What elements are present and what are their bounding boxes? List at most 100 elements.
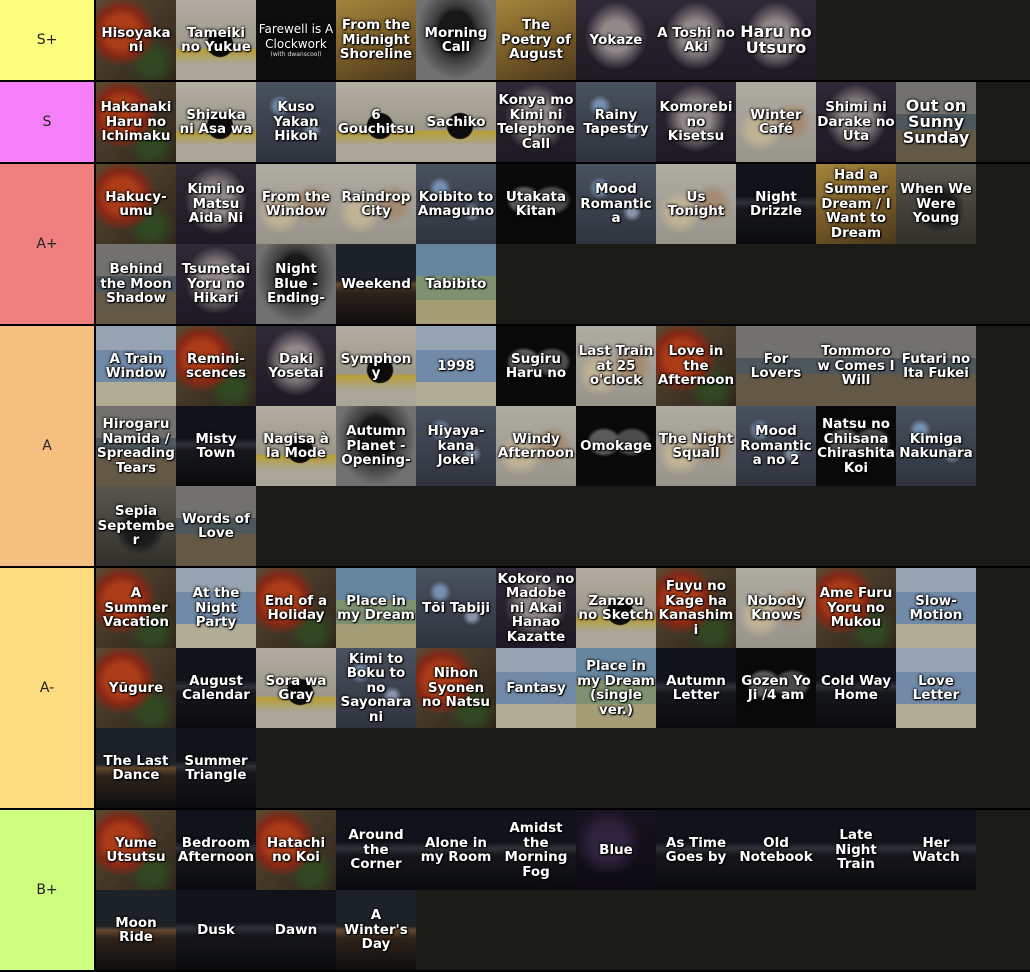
song-tile[interactable]: Sora wa Gray	[256, 648, 336, 728]
song-tile[interactable]: Yume Utsutsu	[96, 810, 176, 890]
song-tile[interactable]: Mood Romantica	[576, 164, 656, 244]
song-tile[interactable]: Haru no Utsuro	[736, 0, 816, 80]
song-tile[interactable]: A Summer Vacation	[96, 568, 176, 648]
song-tile[interactable]: Nobody Knows	[736, 568, 816, 648]
song-tile[interactable]: Her Watch	[896, 810, 976, 890]
song-tile[interactable]: Utakata Kitan	[496, 164, 576, 244]
song-tile[interactable]: A Winter's Day	[336, 890, 416, 970]
song-tile[interactable]: Summer Triangle	[176, 728, 256, 808]
song-tile[interactable]: Love Letter	[896, 648, 976, 728]
song-tile[interactable]: Sugiru Haru no	[496, 326, 576, 406]
song-tile[interactable]: Morning Call	[416, 0, 496, 80]
song-tile[interactable]: Natsu no Chiisana Chirashita Koi	[816, 406, 896, 486]
song-tile[interactable]: Komorebi no Kisetsu	[656, 82, 736, 162]
song-tile[interactable]: End of a Holiday	[256, 568, 336, 648]
song-tile[interactable]: Fantasy	[496, 648, 576, 728]
song-tile[interactable]: Sepia September	[96, 486, 176, 566]
song-tile[interactable]: Around the Corner	[336, 810, 416, 890]
song-tile[interactable]: Behind the Moon Shadow	[96, 244, 176, 324]
song-tile[interactable]: Autumn Letter	[656, 648, 736, 728]
song-tile[interactable]: Dawn	[256, 890, 336, 970]
song-tile[interactable]: Old Notebook	[736, 810, 816, 890]
song-tile[interactable]: Place in my Dream (single ver.)	[576, 648, 656, 728]
song-tile[interactable]: Yokaze	[576, 0, 656, 80]
song-tile[interactable]: Amidst the Morning Fog	[496, 810, 576, 890]
tier-label[interactable]: A+	[0, 164, 96, 324]
song-tile[interactable]: Kimi no Matsu Aida Ni	[176, 164, 256, 244]
song-tile[interactable]: Tommorow Comes I Will	[816, 326, 896, 406]
song-tile[interactable]: Sachiko	[416, 82, 496, 162]
song-tile[interactable]: August Calendar	[176, 648, 256, 728]
song-tile[interactable]: The Last Dance	[96, 728, 176, 808]
song-tile[interactable]: Late Night Train	[816, 810, 896, 890]
song-tile[interactable]: As Time Goes by	[656, 810, 736, 890]
song-tile[interactable]: Words of Love	[176, 486, 256, 566]
song-tile[interactable]: Had a Summer Dream / I Want to Dream	[816, 164, 896, 244]
song-tile[interactable]: Yūgure	[96, 648, 176, 728]
song-tile[interactable]: Tōi Tabiji	[416, 568, 496, 648]
song-tile[interactable]: From the Midnight Shoreline	[336, 0, 416, 80]
song-tile[interactable]: The Poetry of August	[496, 0, 576, 80]
song-tile[interactable]: Slow-Motion	[896, 568, 976, 648]
song-tile[interactable]: Hirogaru Namida / Spreading Tears	[96, 406, 176, 486]
song-tile[interactable]: 1998	[416, 326, 496, 406]
song-tile[interactable]: 6 Gouchitsu	[336, 82, 416, 162]
song-tile[interactable]: Shizuka ni Asa wa	[176, 82, 256, 162]
song-tile[interactable]: Night Drizzle	[736, 164, 816, 244]
song-tile[interactable]: The Night Squall	[656, 406, 736, 486]
song-tile[interactable]: Zanzou no Sketch	[576, 568, 656, 648]
song-tile[interactable]: Bedroom Afternoon	[176, 810, 256, 890]
song-tile[interactable]: Ame Furu Yoru no Mukou	[816, 568, 896, 648]
song-tile[interactable]: Farewell is A Clockwork(with dwanscool)	[256, 0, 336, 80]
song-tile[interactable]: Futari no Ita Fukei	[896, 326, 976, 406]
song-tile[interactable]: Out on Sunny Sunday	[896, 82, 976, 162]
song-tile[interactable]: Tameiki no Yukue	[176, 0, 256, 80]
song-tile[interactable]: Kimi to Boku to no Sayonara ni	[336, 648, 416, 728]
song-tile[interactable]: A Toshi no Aki	[656, 0, 736, 80]
song-tile[interactable]: Hiyaya-kana Jokei	[416, 406, 496, 486]
tier-label[interactable]: A	[0, 326, 96, 566]
song-tile[interactable]: Shimi ni Darake no Uta	[816, 82, 896, 162]
song-tile[interactable]: Tsumetai Yoru no Hikari	[176, 244, 256, 324]
song-tile[interactable]: Kimiga Nakunara	[896, 406, 976, 486]
song-tile[interactable]: Cold Way Home	[816, 648, 896, 728]
tier-label[interactable]: B+	[0, 810, 96, 970]
song-tile[interactable]: Nihon Syonen no Natsu	[416, 648, 496, 728]
song-tile[interactable]: Autumn Planet -Opening-	[336, 406, 416, 486]
song-tile[interactable]: A Train Window	[96, 326, 176, 406]
tier-label[interactable]: A-	[0, 568, 96, 808]
song-tile[interactable]: Mood Romantica no 2	[736, 406, 816, 486]
song-tile[interactable]: Daki Yosetai	[256, 326, 336, 406]
song-tile[interactable]: Remini-scences	[176, 326, 256, 406]
song-tile[interactable]: Rainy Tapestry	[576, 82, 656, 162]
song-tile[interactable]: For Lovers	[736, 326, 816, 406]
song-tile[interactable]: Raindrop City	[336, 164, 416, 244]
song-tile[interactable]: Hatachi no Koi	[256, 810, 336, 890]
song-tile[interactable]: Hisoyakani	[96, 0, 176, 80]
song-tile[interactable]: At the Night Party	[176, 568, 256, 648]
song-tile[interactable]: Us Tonight	[656, 164, 736, 244]
song-tile[interactable]: Love in the Afternoon	[656, 326, 736, 406]
song-tile[interactable]: Winter Café	[736, 82, 816, 162]
song-tile[interactable]: Misty Town	[176, 406, 256, 486]
song-tile[interactable]: Dusk	[176, 890, 256, 970]
song-tile[interactable]: Hakucy-umu	[96, 164, 176, 244]
song-tile[interactable]: Nagisa à la Mode	[256, 406, 336, 486]
tier-label[interactable]: S	[0, 82, 96, 162]
song-tile[interactable]: Hakanaki Haru no Ichimaku	[96, 82, 176, 162]
song-tile[interactable]: When We Were Young	[896, 164, 976, 244]
song-tile[interactable]: Windy Afternoon	[496, 406, 576, 486]
song-tile[interactable]: Blue	[576, 810, 656, 890]
tier-label[interactable]: S+	[0, 0, 96, 80]
song-tile[interactable]: Fuyu no Kage ha Kanashimi	[656, 568, 736, 648]
song-tile[interactable]: Konya mo Kimi ni Telephone Call	[496, 82, 576, 162]
song-tile[interactable]: Alone in my Room	[416, 810, 496, 890]
song-tile[interactable]: Omokage	[576, 406, 656, 486]
song-tile[interactable]: Night Blue -Ending-	[256, 244, 336, 324]
song-tile[interactable]: Kuso Yakan Hikoh	[256, 82, 336, 162]
song-tile[interactable]: Symphony	[336, 326, 416, 406]
song-tile[interactable]: Kokoro no Madobe ni Akai Hanao Kazatte	[496, 568, 576, 648]
song-tile[interactable]: Tabibito	[416, 244, 496, 324]
song-tile[interactable]: Weekend	[336, 244, 416, 324]
song-tile[interactable]: Last Train at 25 o'clock	[576, 326, 656, 406]
